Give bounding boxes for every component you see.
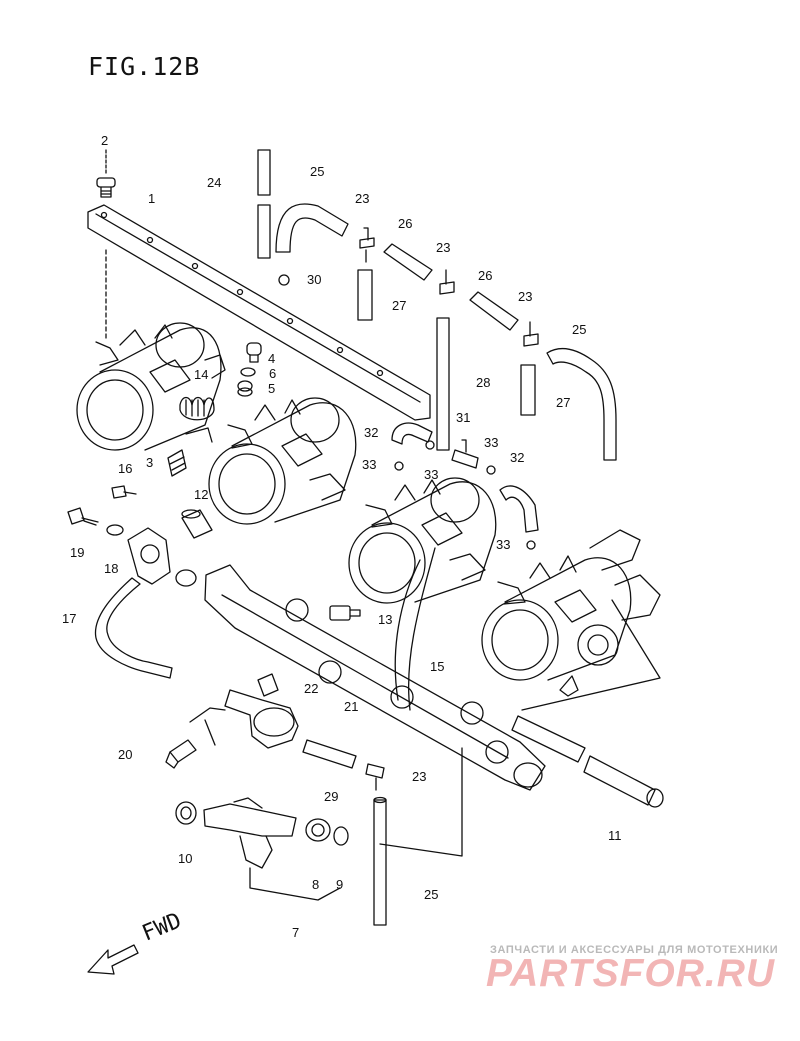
part-regulator-21-22	[189, 673, 299, 749]
callout-c25b: 25	[572, 322, 587, 337]
callout-c23c: 23	[518, 289, 533, 304]
callout-c10: 10	[178, 851, 193, 866]
callout-c33b: 33	[424, 467, 439, 482]
part-hoses-bottom	[302, 739, 387, 926]
part-throttle-body-3	[348, 477, 497, 604]
part-long-bolt-11	[511, 715, 664, 808]
part-fitting-16-19	[67, 485, 197, 587]
callout-c24: 24	[207, 175, 222, 190]
callout-c15: 15	[430, 659, 445, 674]
leader-lines	[105, 249, 661, 857]
callout-c20: 20	[118, 747, 133, 762]
watermark-logo: PARTSFOR.RU	[486, 952, 776, 995]
callout-c8: 8	[312, 877, 320, 892]
callout-c22: 22	[304, 681, 319, 696]
callout-c25c: 25	[424, 887, 439, 902]
callout-c17: 17	[62, 611, 77, 626]
callout-c32a: 32	[364, 425, 379, 440]
part-small-parts-3-4-5-6	[167, 342, 262, 477]
figure-title: FIG.12B	[88, 52, 201, 81]
callout-c26b: 26	[478, 268, 493, 283]
callout-c16: 16	[118, 461, 133, 476]
part-spring-14	[179, 396, 215, 421]
callout-c30: 30	[307, 272, 322, 287]
callout-c32b: 32	[510, 450, 525, 465]
part-pipe-17	[94, 577, 173, 679]
callout-c28: 28	[476, 375, 491, 390]
watermark-tagline: ЗАПЧАСТИ И АКСЕССУАРЫ ДЛЯ МОТОТЕХНИКИ	[490, 944, 779, 956]
callout-c9: 9	[336, 877, 344, 892]
fwd-arrow-icon	[87, 944, 139, 975]
callout-c23b: 23	[436, 240, 451, 255]
callout-c29: 29	[324, 789, 339, 804]
part-injector-7-10	[175, 797, 349, 901]
callout-c18: 18	[104, 561, 119, 576]
callout-c19: 19	[70, 545, 85, 560]
part-bolt-13	[329, 605, 361, 621]
part-12	[181, 509, 213, 539]
callout-c1: 1	[148, 191, 156, 206]
callout-c14: 14	[194, 367, 209, 382]
part-fuel-rail-15	[204, 564, 546, 791]
part-connectors-31-32-33	[391, 422, 539, 550]
callout-c11: 11	[608, 828, 622, 843]
part-throttle-body-4	[481, 529, 661, 697]
callout-c33a: 33	[484, 435, 499, 450]
part-hoses-top	[257, 149, 617, 461]
part-throttle-body-1	[76, 322, 226, 451]
callout-c5: 5	[268, 381, 276, 396]
part-bolt-20	[165, 739, 197, 769]
callout-c4: 4	[268, 351, 276, 366]
callout-c33c: 33	[362, 457, 377, 472]
callout-c23d: 23	[412, 769, 427, 784]
callout-c3: 3	[146, 455, 154, 470]
callout-c23a: 23	[355, 191, 370, 206]
callout-c12: 12	[194, 487, 209, 502]
callout-c2: 2	[101, 133, 109, 148]
callout-c7: 7	[292, 925, 300, 940]
callout-c13: 13	[378, 612, 393, 627]
callout-c31: 31	[456, 410, 471, 425]
callout-c6: 6	[269, 366, 277, 381]
callout-c27b: 27	[556, 395, 571, 410]
callout-c27a: 27	[392, 298, 407, 313]
callout-c21: 21	[344, 699, 359, 714]
part-bracket-bar	[87, 204, 431, 421]
part-screw-2	[96, 149, 116, 198]
callout-c33d: 33	[496, 537, 511, 552]
callout-c25a: 25	[310, 164, 325, 179]
callout-c26a: 26	[398, 216, 413, 231]
part-throttle-body-2	[185, 397, 357, 525]
